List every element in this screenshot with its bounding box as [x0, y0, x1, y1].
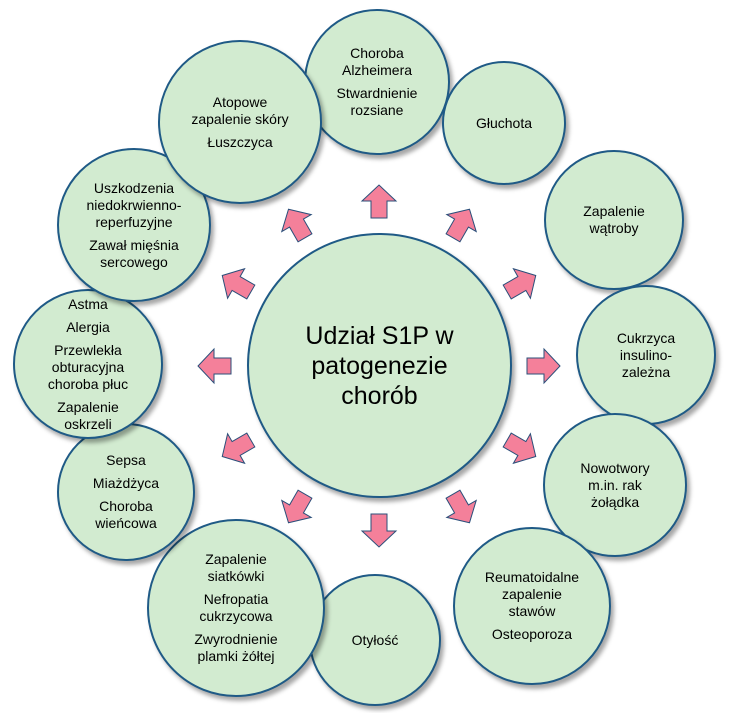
- disease-label: rozsiane: [350, 102, 404, 118]
- disease-label: Alzheimera: [341, 62, 413, 78]
- disease-label: Głuchota: [475, 114, 533, 131]
- center-title-line: Udział S1P w: [305, 321, 454, 350]
- arrow: [280, 208, 313, 243]
- disease-group: Astma: [68, 296, 108, 313]
- disease-label: Alergia: [66, 318, 110, 335]
- disease-label: Reumatoidalne: [484, 569, 580, 585]
- disease-label: stawów: [508, 603, 556, 619]
- disease-label: cukrzycowa: [199, 608, 273, 624]
- disease-label: Sepsa: [106, 452, 146, 468]
- disease-group: Osteoporoza: [492, 626, 572, 643]
- disease-label: obturacyjna: [51, 358, 125, 375]
- disease-label: Stwardnienie: [336, 85, 418, 101]
- disease-label: Uszkodzenia: [93, 179, 175, 196]
- disease-label: Zapalenie: [205, 551, 267, 567]
- disease-label: niedokrwienno-: [86, 196, 182, 213]
- disease-label: wieńcowa: [95, 515, 157, 531]
- disease-label: siatkówki: [207, 568, 265, 584]
- disease-label: plamki żółtej: [197, 648, 275, 664]
- disease-label: oskrzeli: [64, 415, 112, 432]
- disease-group: Sepsa: [106, 452, 146, 469]
- disease-label: Cukrzyca: [616, 329, 676, 346]
- disease-group: Łuszczyca: [207, 134, 272, 151]
- center-title-line: chorób: [341, 381, 418, 410]
- disease-label: Łuszczyca: [207, 133, 273, 150]
- disease-label: zapalenie: [502, 586, 562, 602]
- arrow: [445, 489, 478, 524]
- disease-label: Osteoporoza: [491, 626, 573, 642]
- disease-label: insulino-: [619, 346, 673, 363]
- center-circle: Udział S1P w patogenezie chorób: [247, 233, 512, 498]
- disease-label: wątroby: [589, 220, 639, 236]
- disease-label: Miażdżyca: [92, 475, 160, 491]
- arrow: [502, 267, 537, 300]
- center-title-line: patogenezie: [311, 351, 448, 380]
- disease-label: Nefropatia: [203, 591, 269, 607]
- disease-label: Astma: [68, 295, 108, 312]
- disease-label: m.in. rak: [588, 476, 642, 493]
- disease-label: reperfuzyjne: [95, 213, 173, 230]
- disease-label: Choroba: [350, 45, 404, 61]
- disease-label: Atopowe: [212, 93, 268, 110]
- disease-label: Choroba: [99, 498, 153, 514]
- disease-circle: Głuchota: [442, 61, 566, 185]
- disease-label: Otyłość: [351, 631, 399, 648]
- arrow: [221, 432, 256, 465]
- arrow: [360, 184, 398, 219]
- arrow: [360, 513, 398, 548]
- center-title: Udział S1P w patogenezie chorób: [275, 321, 483, 411]
- disease-label: choroba płuc: [47, 375, 129, 392]
- disease-label: Nowotwory: [580, 459, 650, 476]
- arrow: [197, 347, 232, 385]
- disease-circle: Otyłość: [309, 574, 441, 706]
- disease-group: Otyłość: [352, 632, 399, 649]
- disease-label: zależna: [621, 363, 671, 380]
- disease-label: Zapalenie: [583, 203, 645, 219]
- arrow: [221, 267, 256, 300]
- disease-label: żołądka: [590, 493, 640, 510]
- disease-label: Przewlekła: [54, 341, 122, 358]
- disease-group: Głuchota: [476, 115, 532, 132]
- disease-label: sercowego: [100, 253, 168, 270]
- arrow: [280, 489, 313, 524]
- disease-label: Zapalenie: [57, 398, 119, 415]
- disease-label: Zwyrodnienie: [194, 631, 278, 647]
- disease-group: Miażdżyca: [93, 475, 159, 492]
- arrow: [526, 347, 561, 385]
- disease-group: Alergia: [66, 319, 110, 336]
- arrow: [445, 208, 478, 243]
- disease-label: zapalenie skóry: [191, 110, 289, 127]
- disease-label: Zawał mięśnia: [89, 236, 179, 253]
- arrow: [502, 432, 537, 465]
